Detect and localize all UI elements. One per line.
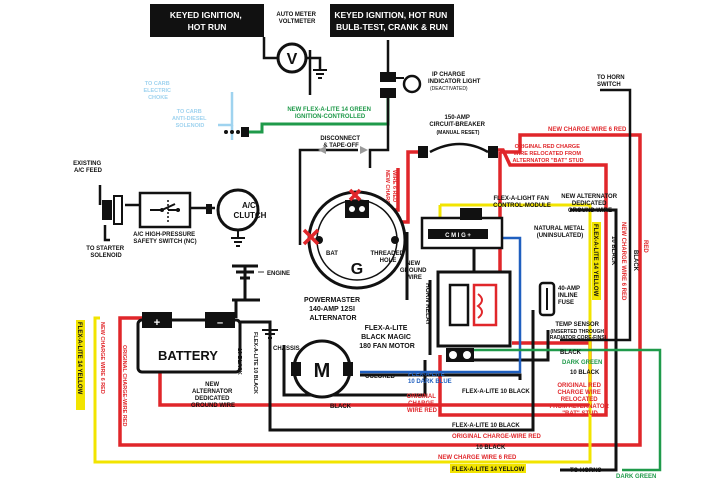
fan-module-label: FLEX-A-LIGHT FAN CONTROL-MODULE	[493, 196, 551, 209]
new-alt-ground-bottom-label: NEW ALTERNATOR DEDICATED GROUND WIRE	[191, 382, 235, 409]
keyed-hot-run-line1: KEYED IGNITION,	[170, 10, 242, 20]
alternator: G	[307, 190, 407, 290]
yellow-label-bg	[592, 222, 601, 300]
ten-black-mid-label: 10 BLACK	[570, 370, 600, 376]
to-starter-label: TO STARTER SOLENOID	[86, 246, 125, 259]
flex-blue-label: FLEX-A-LITE 10 DARK BLUE	[408, 372, 452, 385]
temp-sensor-label: TEMP SENSOR (INSERTED THROUGH RADIATOR C…	[550, 322, 607, 341]
dark-green-wire	[468, 348, 662, 472]
circuit-breaker	[418, 142, 498, 158]
horn-relay-label: HORN RELAY	[424, 283, 431, 326]
yellow-bottom-label-bg	[450, 464, 526, 473]
colored-label: COLORED	[365, 374, 396, 380]
ac-clutch-line2: CLUTCH	[234, 211, 267, 220]
bulb-test-line2: BULB-TEST, CRANK & RUN	[336, 22, 448, 32]
to-horn-switch-label: TO HORN SWITCH	[597, 75, 626, 88]
ac-feed-wires	[98, 185, 215, 242]
ground-icon	[313, 69, 327, 79]
battery-minus: –	[217, 317, 223, 329]
ac-connector-icon	[102, 195, 123, 225]
new-ground-wire-label: NEW GROUND WIRE	[400, 261, 428, 281]
svg-text:A/C CLUTCH: A/C CLUTCH	[234, 201, 267, 220]
dark-green-label: DARK GREEN	[562, 360, 602, 366]
battery-plus: +	[154, 317, 160, 329]
ac-clutch-line1: A/C	[242, 201, 256, 210]
natural-metal-label: NATURAL METAL (UNINSULATED)	[534, 226, 586, 239]
flex-black-2-label: FLEX-A-LITE 10 BLACK	[452, 423, 520, 429]
orig-charge-left-label: ORIGINAL CHARGE-WIRE RED	[121, 345, 127, 427]
keyed-ignition-bulb-test-box: KEYED IGNITION, HOT RUN BULB-TEST, CRANK…	[330, 4, 454, 37]
engine-label: ENGINE	[267, 271, 290, 277]
carb-connector-icon	[224, 127, 249, 137]
orig-charge-mid-label: ORIGINAL CHARGE WIRE RED	[407, 394, 438, 414]
inline-fuse	[538, 281, 556, 317]
chassis-ground	[262, 322, 278, 339]
fan-control-module: C M I G +	[420, 208, 504, 250]
green-wire-label: NEW FLEX-A-LITE 14 GREEN IGNITION-CONTRO…	[287, 107, 372, 120]
keyed-ignition-hot-run-box: KEYED IGNITION, HOT RUN	[150, 4, 264, 37]
black-right-label: BLACK	[632, 250, 638, 272]
orig-charge-bottom-label: ORIGINAL CHARGE-WIRE RED	[452, 434, 542, 440]
new-charge-bottom-label: NEW CHARGE WIRE 6 RED	[438, 455, 517, 461]
auto-meter-label: AUTO METER VOLTMETER	[276, 12, 317, 25]
ac-safety-switch	[138, 191, 212, 229]
flex-black-1-label: FLEX-A-LITE 10 BLACK	[462, 389, 530, 395]
orig-red-charge-right-label: ORIGINAL RED CHARGE WIRE RELOCATED FROM …	[549, 383, 610, 417]
chassis-label: CHASSIS	[273, 346, 300, 352]
black-label: BLACK	[330, 404, 352, 410]
battery-label: BATTERY	[158, 348, 218, 363]
disconnect-label: DISCONNECT & TAPE-OFF	[320, 136, 361, 149]
ip-charge-label: IP CHARGE INDICATOR LIGHT (DEACTIVATED)	[428, 72, 482, 92]
red-right-label: RED	[642, 240, 648, 253]
voltmeter: V	[262, 37, 327, 79]
flex-yellow-left-label: FLEX-A-LITE 14 YELLOW	[76, 322, 82, 395]
alt-bat-label: BAT	[326, 251, 338, 257]
flex-black-bat-label: FLEX-A-LITE 10 BLACK	[252, 332, 258, 394]
disconnect-x-icon	[302, 188, 362, 246]
flex-yellow-right-label-overlay: FLEX-A-LITE 14 YELLOW	[592, 224, 598, 297]
ac-switch-label: A/C HIGH-PRESSURE SAFETY SWITCH (NC)	[133, 232, 197, 245]
new-charge-left-label: NEW CHARGE WIRE 6 RED	[99, 322, 105, 394]
circuit-breaker-label: 150-AMP CIRCUIT-BREAKER (MANUAL RESET)	[429, 115, 486, 136]
alternator-symbol: G	[351, 261, 363, 278]
threaded-hole-label: THREADED HOLE	[370, 251, 405, 264]
ac-clutch: A/C CLUTCH	[216, 188, 267, 247]
powermaster-label: POWERMASTER 140-AMP 12SI ALTERNATOR	[304, 297, 362, 322]
inline-fuse-label: 40-AMP INLINE FUSE	[558, 286, 582, 306]
to-horns-label: TO HORNS	[570, 468, 602, 474]
module-pins-label: C M I G +	[445, 233, 471, 239]
horn-switch-wire	[560, 88, 632, 342]
motor-symbol: M	[314, 360, 331, 382]
dark-green-bottom-label: DARK GREEN	[616, 474, 656, 480]
orig-red-charge-top-label: ORIGINAL RED CHARGE WIRE RELOCATED FROM …	[512, 144, 583, 164]
new-charge-right-label: NEW CHARGE WIRE 6 RED	[620, 222, 626, 301]
ten-black-right-label: 10 BLACK	[610, 236, 616, 266]
svg-text:KEYED IGNITION, HOT RUN: KEYED IGNITION, HOT RUN BULB-TEST, CRANK…	[334, 10, 449, 32]
battery: + – BATTERY	[136, 312, 242, 374]
to-carb-solenoid-label: TO CARB ANTI-DIESEL SOLENOID	[172, 109, 208, 129]
black-mid-label: BLACK	[560, 350, 582, 356]
flex-yellow-bottom-label: FLEX-A-LITE 14 YELLOW	[452, 467, 525, 473]
ground-icon	[231, 237, 245, 247]
new-charge-wire-top-label: NEW CHARGE WIRE 6 RED	[548, 127, 627, 133]
ten-black-left-label: 10 BLACK	[236, 348, 242, 375]
voltmeter-symbol: V	[287, 51, 298, 68]
keyed-hot-run-line2: HOT RUN	[188, 22, 227, 32]
yellow-left-label-bg	[76, 320, 85, 410]
svg-text:KEYED IGNITION, HOT RUN: KEYED IGNITION, HOT RUN	[170, 10, 244, 32]
horn-relay	[436, 270, 512, 362]
new-alt-ground-label: NEW ALTERNATOR DEDICATED GROUND WIRE	[561, 194, 618, 214]
engine-ground	[232, 264, 264, 300]
fan-motor: M	[291, 339, 353, 399]
bulb-test-line1: KEYED IGNITION, HOT RUN	[334, 10, 447, 20]
ip-charge-light-icon	[380, 72, 422, 98]
ten-black-bottom-label: 10 BLACK	[476, 445, 506, 451]
to-carb-choke-label: TO CARB ELECTRIC CHOKE	[143, 81, 172, 101]
fan-motor-label: FLEX-A-LITE BLACK MAGIC 180 FAN MOTOR	[359, 325, 415, 350]
new-charge-wire-vertical-label: NEW CHARGE WIRE 6 RED	[384, 170, 397, 210]
arrow-icon	[318, 146, 368, 154]
existing-ac-label: EXISTING A/C FEED	[73, 161, 103, 174]
